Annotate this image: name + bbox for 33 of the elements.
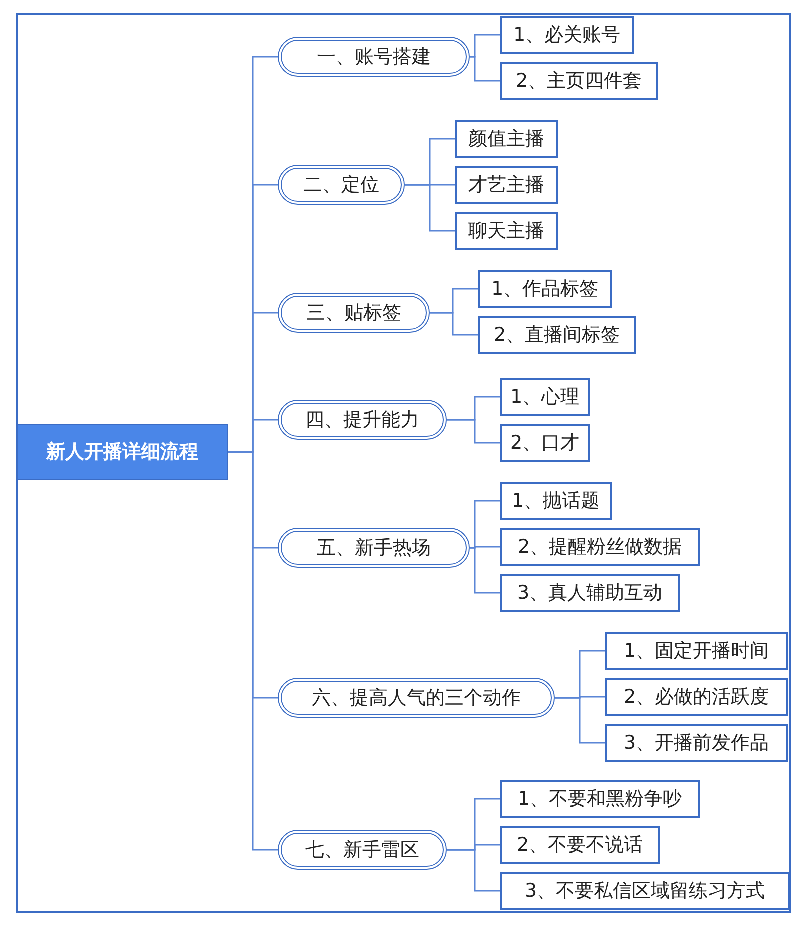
topic-box: 七、新手雷区 bbox=[278, 830, 447, 870]
subtopic-box: 颜值主播 bbox=[455, 120, 558, 158]
subtopic-box: 2、必做的活跃度 bbox=[605, 678, 788, 716]
subtopic-box: 1、必关账号 bbox=[500, 16, 634, 54]
subtopic-box: 2、直播间标签 bbox=[478, 316, 636, 354]
connector bbox=[447, 849, 500, 892]
connector bbox=[430, 312, 478, 336]
subtopic-box: 1、作品标签 bbox=[478, 270, 612, 308]
topic-box: 三、贴标签 bbox=[278, 293, 430, 333]
topic-box: 五、新手热场 bbox=[278, 528, 470, 568]
root-box: 新人开播详细流程 bbox=[17, 424, 228, 480]
subtopic-box: 1、心理 bbox=[500, 378, 590, 416]
topic-box: 二、定位 bbox=[278, 165, 405, 205]
connector bbox=[470, 547, 500, 594]
topic-box: 一、账号搭建 bbox=[278, 37, 470, 77]
subtopic-box: 1、固定开播时间 bbox=[605, 632, 788, 670]
subtopic-box: 2、主页四件套 bbox=[500, 62, 658, 100]
subtopic-box: 2、口才 bbox=[500, 424, 590, 462]
subtopic-box: 1、不要和黑粉争吵 bbox=[500, 780, 700, 818]
topic-box: 六、提高人气的三个动作 bbox=[278, 678, 555, 718]
subtopic-box: 3、真人辅助互动 bbox=[500, 574, 680, 612]
subtopic-box: 才艺主播 bbox=[455, 166, 558, 204]
connector bbox=[555, 697, 605, 744]
subtopic-box: 1、抛话题 bbox=[500, 482, 612, 520]
connector bbox=[405, 184, 455, 232]
subtopic-box: 2、不要不说话 bbox=[500, 826, 660, 864]
subtopic-box: 3、开播前发作品 bbox=[605, 724, 788, 762]
connector bbox=[447, 419, 500, 444]
connector bbox=[470, 56, 500, 82]
subtopic-box: 2、提醒粉丝做数据 bbox=[500, 528, 700, 566]
subtopic-box: 聊天主播 bbox=[455, 212, 558, 250]
topic-box: 四、提升能力 bbox=[278, 400, 447, 440]
subtopic-box: 3、不要私信区域留练习方式 bbox=[500, 872, 790, 910]
